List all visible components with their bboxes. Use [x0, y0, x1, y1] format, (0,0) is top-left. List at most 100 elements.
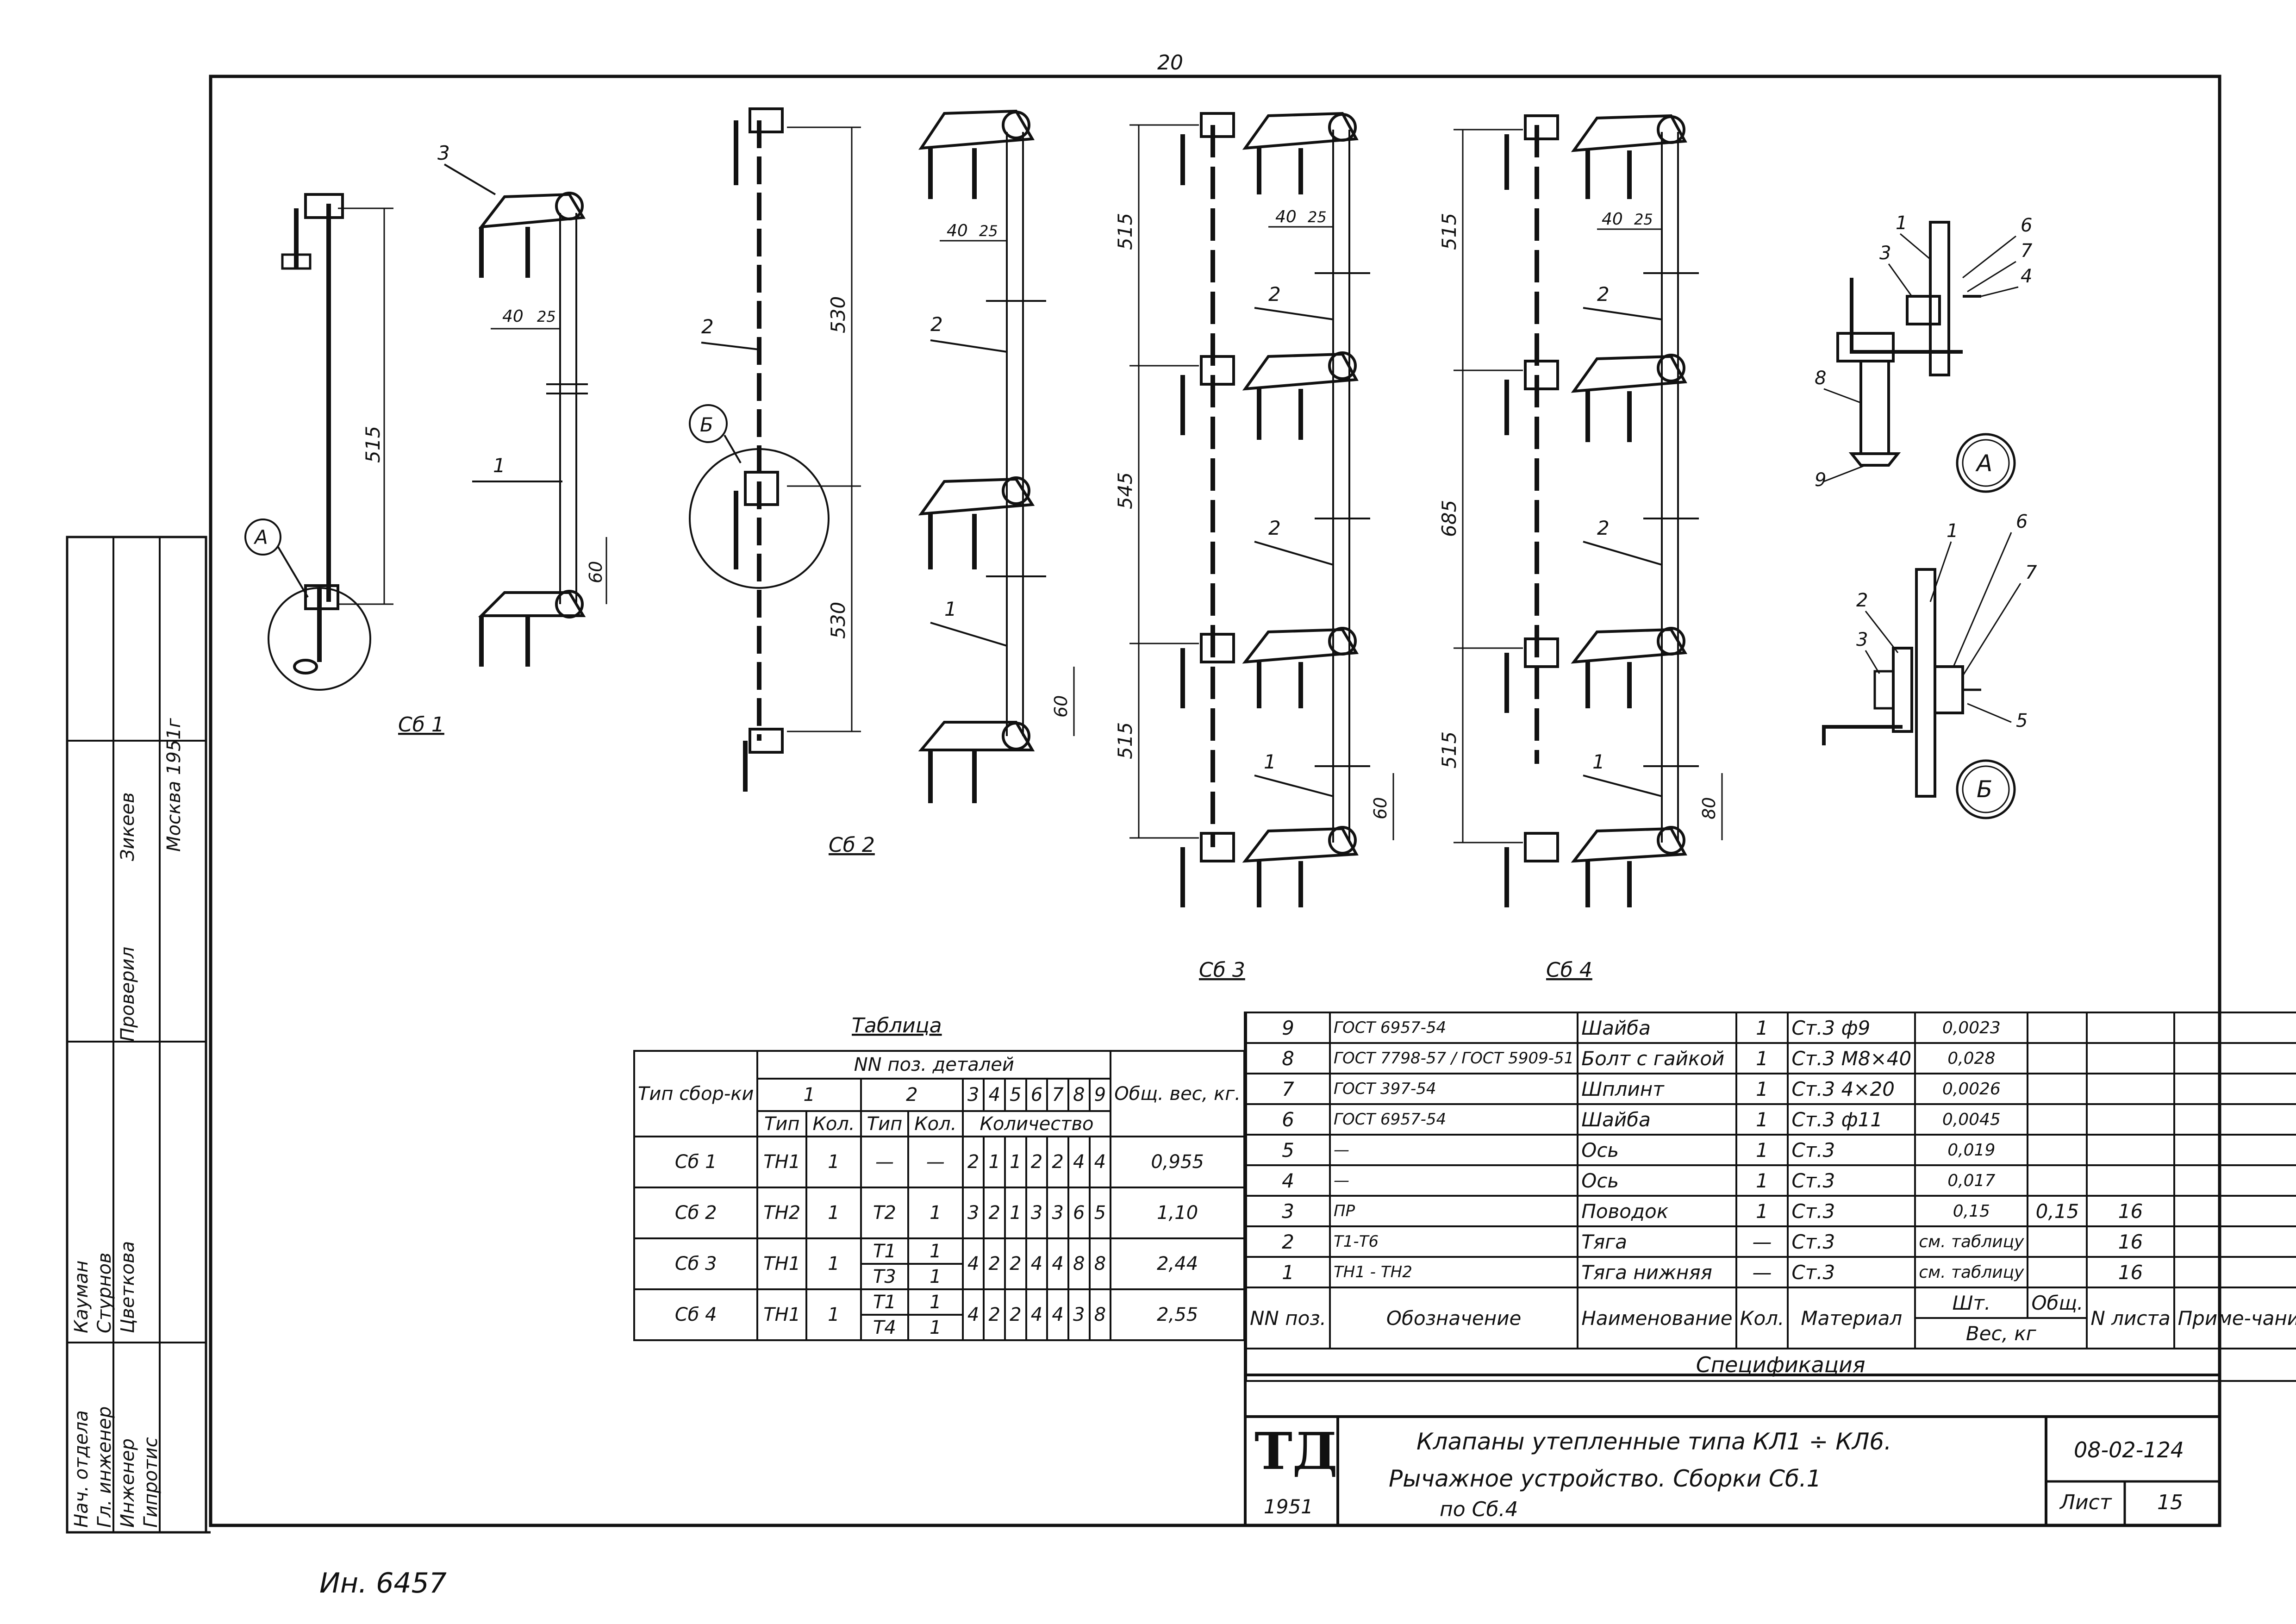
- spec-head-list: N листа: [2086, 1287, 2175, 1349]
- side-name-2: Стурнов: [94, 1252, 115, 1334]
- spec-cell-mat: Ст.3 ф11: [1787, 1103, 1916, 1136]
- detail-a-pos-3: 3: [1879, 243, 1891, 264]
- side-check-label: Проверил: [117, 946, 138, 1042]
- tbl-head-type: Тип сбор-ки: [633, 1050, 759, 1137]
- spec-cell-obz: ГОСТ 397-54: [1329, 1073, 1579, 1105]
- detail-a-pos-6: 6: [2021, 215, 2032, 236]
- sb4-pos-2a: 2: [1597, 283, 1610, 306]
- sb2-dim-60: 60: [1051, 695, 1071, 718]
- table-title: Таблица: [852, 1014, 942, 1037]
- side-name-1: Кауман: [71, 1260, 92, 1333]
- sb4-dim-25: 25: [1634, 211, 1653, 228]
- side-name-3: Цветкова: [117, 1241, 138, 1333]
- sb3-pos-2b: 2: [1268, 517, 1281, 539]
- spec-cell-w2: [2027, 1164, 2088, 1197]
- spec-head-obsh: Общ.: [2027, 1287, 2088, 1319]
- stamp-sheet-number: 15: [2157, 1491, 2183, 1514]
- assembly-sb3: 515 545 515 40 25 2 2 1 60 Сб: [1114, 112, 1394, 982]
- detail-b-pos-3: 3: [1856, 629, 1868, 650]
- spec-cell-w1: см. таблицу: [1914, 1256, 2029, 1288]
- sb2-pos-2: 2: [701, 315, 714, 338]
- spec-cell-note: [2173, 1195, 2296, 1227]
- spec-cell-note: [2173, 1042, 2296, 1074]
- spec-cell-name: Шплинт: [1577, 1073, 1737, 1105]
- spec-cell-list: [2086, 1103, 2175, 1136]
- callout-b-tag: [689, 404, 728, 443]
- detail-b-pos-7: 7: [2025, 562, 2037, 583]
- inventory-number: Ин. 6457: [319, 1567, 447, 1599]
- spec-head-n: NN поз.: [1245, 1287, 1331, 1349]
- spec-cell-kol: 1: [1735, 1195, 1789, 1227]
- spec-cell-list: [2086, 1012, 2175, 1044]
- spec-cell-w1: 0,017: [1914, 1164, 2029, 1197]
- spec-cell-name: Болт с гайкой: [1577, 1042, 1737, 1074]
- spec-cell-n: 9: [1245, 1012, 1331, 1044]
- sb3-dim-60: 60: [1370, 797, 1391, 819]
- sb2-dim-530b: 530: [827, 602, 849, 639]
- spec-cell-list: [2086, 1073, 2175, 1105]
- spec-cell-kol: 1: [1735, 1073, 1789, 1105]
- spec-head-mat: Материал: [1787, 1287, 1916, 1349]
- spec-head-sht: Шт.: [1914, 1287, 2029, 1319]
- sb2-dim-40: 40: [947, 221, 968, 240]
- spec-cell-w2: [2027, 1073, 2088, 1105]
- spec-cell-list: 16: [2086, 1195, 2175, 1227]
- spec-cell-kol: —: [1735, 1225, 1789, 1258]
- spec-head-note: Приме-чания: [2173, 1287, 2296, 1349]
- spec-cell-mat: Ст.3 4×20: [1787, 1073, 1916, 1105]
- sb4-pos-2b: 2: [1597, 517, 1610, 539]
- spec-cell-kol: 1: [1735, 1103, 1789, 1136]
- tbl-sub-tip2: Тип: [860, 1110, 909, 1137]
- spec-cell-mat: Ст.3: [1787, 1195, 1916, 1227]
- detail-a-pos-1: 1: [1896, 212, 1907, 234]
- side-stamp: Нач. отдела Гл. инженер Инженер Кауман С…: [67, 537, 206, 1532]
- spec-cell-w2: [2027, 1103, 2088, 1136]
- spec-cell-obz: ПР: [1329, 1195, 1579, 1227]
- spec-cell-mat: Ст.3: [1787, 1256, 1916, 1288]
- spec-cell-kol: —: [1735, 1256, 1789, 1288]
- spec-cell-w2: [2027, 1012, 2088, 1044]
- spec-cell-name: Ось: [1577, 1164, 1737, 1197]
- sb2-label: Сб 2: [829, 833, 875, 857]
- sb4-dim-40: 40: [1602, 210, 1623, 229]
- spec-cell-w1: 0,0023: [1914, 1012, 2029, 1044]
- spec-cell-n: 1: [1245, 1256, 1331, 1288]
- side-city-year: Москва 1951г: [163, 718, 185, 852]
- spec-cell-list: [2086, 1164, 2175, 1197]
- side-org: Гипротис: [140, 1437, 162, 1528]
- sb1-pos-3: 3: [437, 142, 450, 164]
- spec-cell-name: Тяга нижняя: [1577, 1256, 1737, 1288]
- spec-head-obz: Обозначение: [1329, 1287, 1579, 1349]
- stamp-sheet-label: Лист: [2060, 1491, 2112, 1514]
- spec-head-kol: Кол.: [1735, 1287, 1789, 1349]
- sb3-dim-515a: 515: [1114, 213, 1136, 250]
- sb4-dim-515b: 515: [1438, 731, 1460, 768]
- tbl-col-7: 7: [1046, 1078, 1069, 1112]
- assembly-sb2: Б 2 530 530 40 25 2 1 60: [689, 107, 1075, 857]
- spec-cell-mat: Ст.3 М8×40: [1787, 1042, 1916, 1074]
- callout-a-label: А: [253, 526, 268, 549]
- spec-cell-mat: Ст.3: [1787, 1134, 1916, 1166]
- spec-cell-n: 6: [1245, 1103, 1331, 1136]
- spec-cell-mat: Ст.3: [1787, 1164, 1916, 1197]
- callout-b-circle: [689, 448, 830, 589]
- spec-cell-obz: —: [1329, 1164, 1579, 1197]
- callout-a-tag: [244, 518, 281, 556]
- spec-cell-obz: Т1-Т6: [1329, 1225, 1579, 1258]
- spec-cell-w1: 0,028: [1914, 1042, 2029, 1074]
- spec-cell-mat: Ст.3 ф9: [1787, 1012, 1916, 1044]
- sb1-dim-515: 515: [362, 426, 384, 463]
- detail-b-pos-2: 2: [1856, 590, 1868, 611]
- side-role-1: Нач. отдела: [71, 1410, 92, 1528]
- tbl-col-9: 9: [1088, 1078, 1112, 1112]
- spec-cell-name: Тяга: [1577, 1225, 1737, 1258]
- spec-cell-kol: 1: [1735, 1042, 1789, 1074]
- spec-cell-w1: см. таблицу: [1914, 1225, 2029, 1258]
